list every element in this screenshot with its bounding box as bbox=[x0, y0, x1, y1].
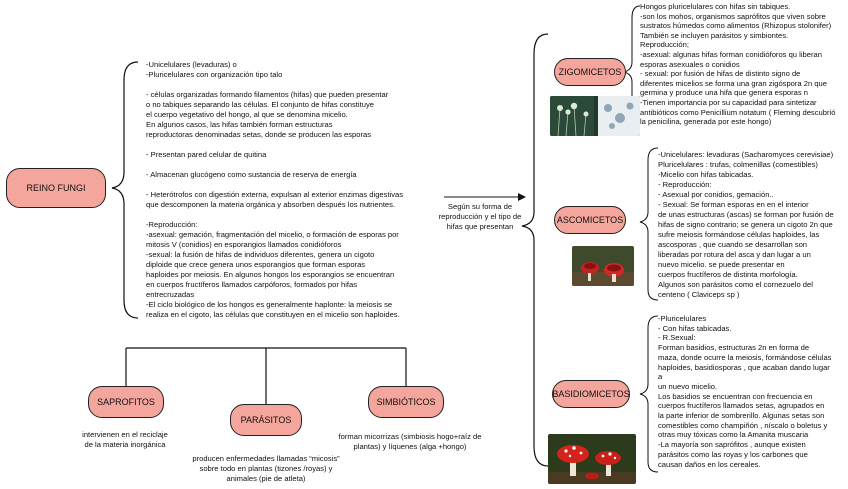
group-text-zigomicetos: Hongos pluricelulares con hifas sin tabi… bbox=[640, 2, 836, 127]
group-text-basidiomicetos: -Pluricelulares - Con hifas tabicadas. -… bbox=[658, 314, 832, 469]
cup-fungus-photo bbox=[572, 246, 634, 286]
nutrition-label: PARÁSITOS bbox=[240, 415, 292, 425]
amanita-photo bbox=[548, 434, 636, 484]
nutrition-text-saprofitos: intervienen en el reciclaje de la materi… bbox=[82, 430, 168, 449]
group-label: BASIDIOMICETOS bbox=[552, 389, 630, 399]
group-node-zigomicetos: ZIGOMICETOS bbox=[554, 58, 626, 86]
root-brace bbox=[111, 61, 139, 319]
group-node-ascomicetos: ASCOMICETOS bbox=[554, 206, 626, 234]
root-node-label: REINO FUNGI bbox=[26, 183, 86, 193]
nutrition-text-parasitos: producen enfermedades llamadas “micosis”… bbox=[192, 454, 340, 483]
group-node-basidiomicetos: BASIDIOMICETOS bbox=[552, 380, 630, 408]
nutrition-label: SAPROFITOS bbox=[97, 397, 155, 407]
group-text-ascomicetos: -Unicelulares: levaduras (Sacharomyces c… bbox=[658, 150, 834, 299]
group-label: ZIGOMICETOS bbox=[558, 67, 622, 77]
arrow-label: Según su forma de reproducción y el tipo… bbox=[438, 202, 522, 231]
main-arrow-head bbox=[518, 193, 526, 201]
nutrition-label: SIMBIÓTICOS bbox=[376, 397, 436, 407]
nutrition-node-simbioticos: SIMBIÓTICOS bbox=[368, 386, 444, 418]
nutrition-text-simbioticos: forman micorrizas (simbiosis hogo+raíz d… bbox=[338, 432, 482, 451]
nutrition-node-saprofitos: SAPROFITOS bbox=[88, 386, 164, 418]
mold-photo bbox=[550, 96, 640, 136]
asco-brace bbox=[639, 147, 659, 301]
basidio-brace bbox=[639, 315, 659, 473]
group-label: ASCOMICETOS bbox=[556, 215, 624, 225]
fungi-description: -Unicelulares (levaduras) o -Pluricelula… bbox=[146, 60, 404, 319]
groups-brace bbox=[521, 33, 549, 467]
root-node-reino-fungi: REINO FUNGI bbox=[6, 168, 106, 208]
nutrition-node-parasitos: PARÁSITOS bbox=[230, 404, 302, 436]
